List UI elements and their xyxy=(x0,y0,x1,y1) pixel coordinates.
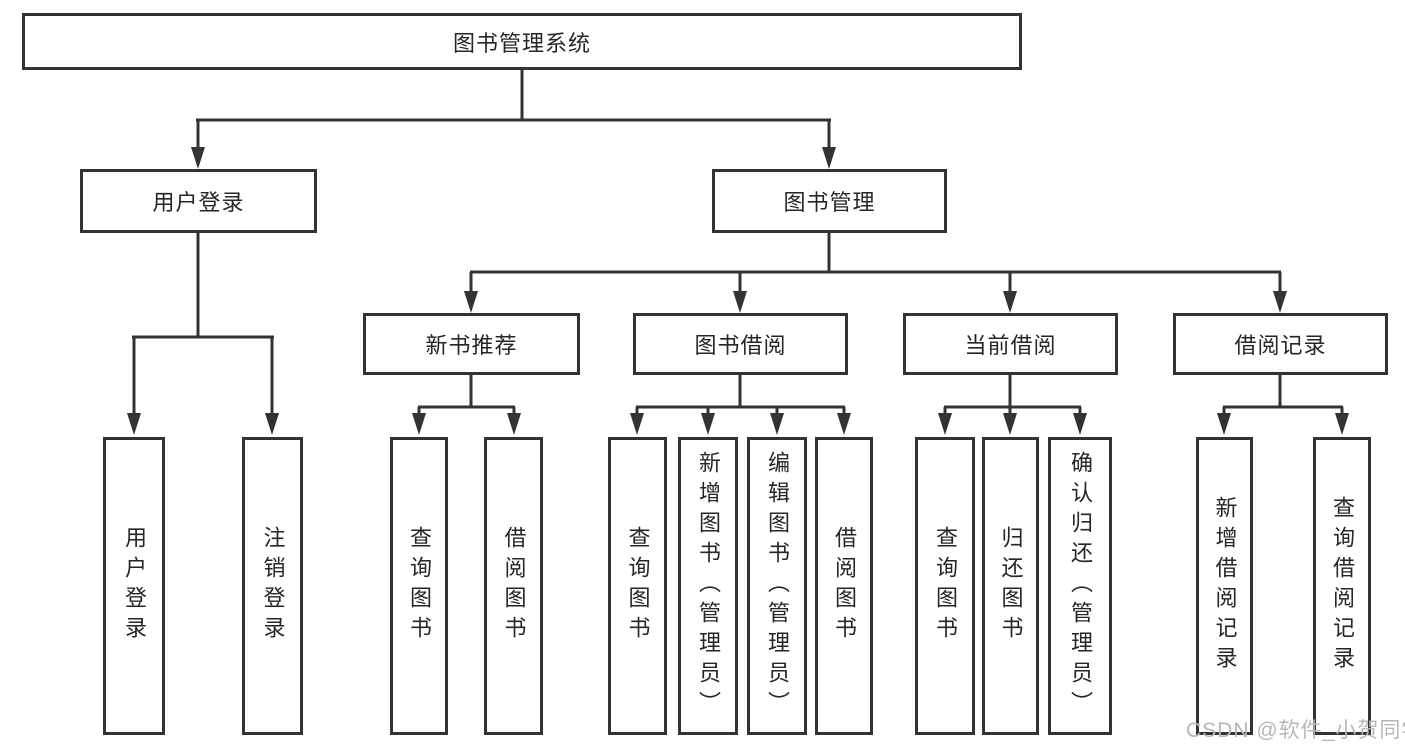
node-book-borrow: 图书借阅 xyxy=(633,313,848,375)
leaf-label: 用户登录 xyxy=(122,526,147,646)
leaf-edit-book-admin: 编辑图书（管理员） xyxy=(747,437,807,735)
leaf-query-books-current: 查询图书 xyxy=(915,437,975,735)
leaf-label: 确认归还（管理员） xyxy=(1068,451,1093,721)
leaf-logout: 注销登录 xyxy=(242,437,303,735)
leaf-label: 编辑图书（管理员） xyxy=(765,451,790,721)
leaf-label: 借阅图书 xyxy=(501,526,527,646)
leaf-query-books-recommend: 查询图书 xyxy=(390,437,448,735)
leaf-query-borrow-record: 查询借阅记录 xyxy=(1313,437,1371,735)
leaf-return-book: 归还图书 xyxy=(982,437,1039,735)
leaf-query-books-borrow: 查询图书 xyxy=(608,437,667,735)
node-system-root: 图书管理系统 xyxy=(22,13,1022,70)
node-current-borrow: 当前借阅 xyxy=(903,313,1118,375)
leaf-confirm-return-admin: 确认归还（管理员） xyxy=(1048,437,1112,735)
leaf-add-book-admin: 新增图书（管理员） xyxy=(678,437,738,735)
leaf-label: 注销登录 xyxy=(260,526,286,646)
leaf-label: 查询图书 xyxy=(407,526,432,646)
leaf-label: 查询借阅记录 xyxy=(1330,496,1355,676)
leaf-label: 借阅图书 xyxy=(832,526,857,646)
leaf-label: 查询图书 xyxy=(625,526,651,646)
leaf-borrow-books: 借阅图书 xyxy=(815,437,873,735)
leaf-user-login: 用户登录 xyxy=(103,437,165,735)
leaf-label: 新增借阅记录 xyxy=(1212,496,1238,676)
leaf-label: 新增图书（管理员） xyxy=(696,451,721,721)
node-new-book-recommend: 新书推荐 xyxy=(363,313,580,375)
leaf-label: 归还图书 xyxy=(998,526,1024,646)
leaf-borrow-books-recommend: 借阅图书 xyxy=(484,437,543,735)
node-book-management: 图书管理 xyxy=(712,169,947,233)
node-user-login: 用户登录 xyxy=(80,169,317,233)
csdn-watermark: CSDN @软件_小贺同学 xyxy=(1186,719,1405,742)
node-borrow-records: 借阅记录 xyxy=(1173,313,1388,375)
leaf-label: 查询图书 xyxy=(933,526,958,646)
leaf-add-borrow-record: 新增借阅记录 xyxy=(1196,437,1253,735)
